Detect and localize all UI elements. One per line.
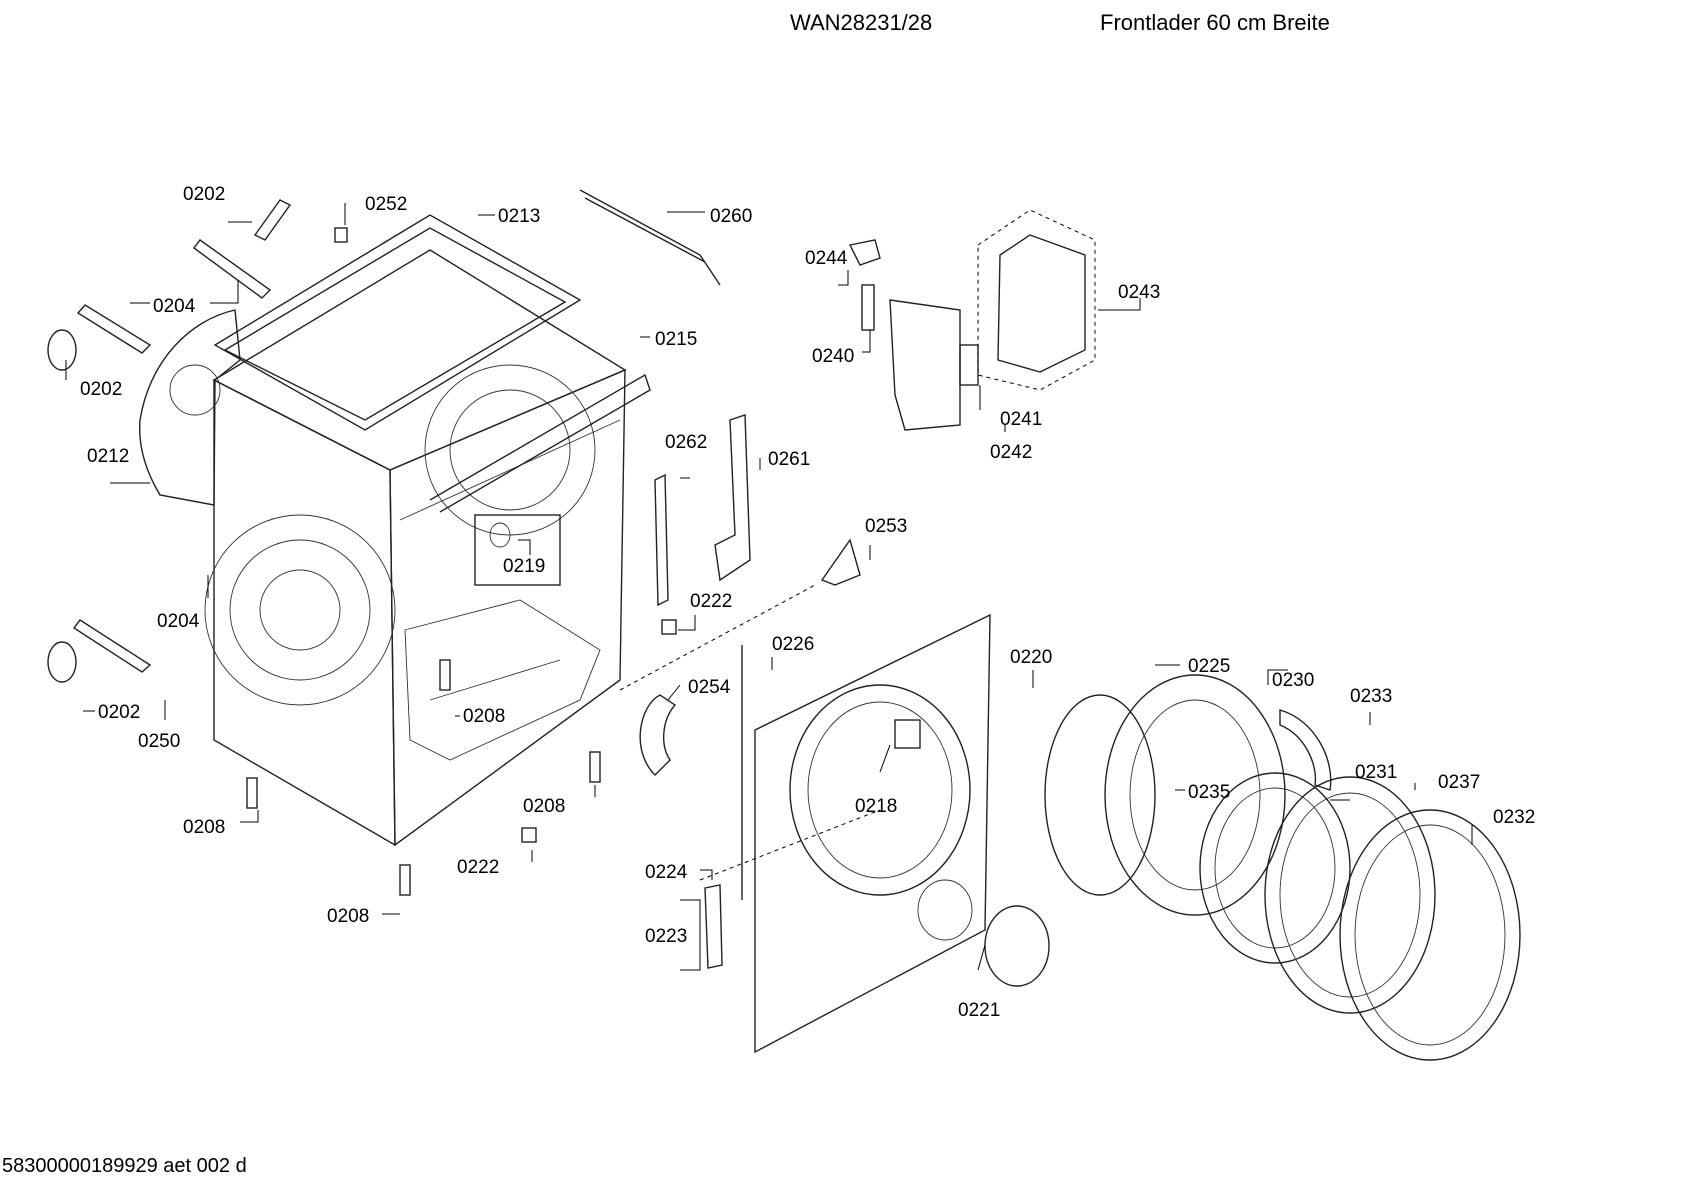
foot-0208-c [589,751,601,783]
label-0221: 0221 [958,1000,1000,1021]
label-0262: 0262 [665,432,707,453]
label-0222-b: 0222 [457,857,499,878]
label-0233: 0233 [1350,686,1392,707]
housing-0241 [889,299,961,431]
label-0237: 0237 [1438,772,1480,793]
label-0202-mid: 0202 [80,379,122,400]
label-0260: 0260 [710,206,752,227]
cover-0221 [984,905,1050,987]
gasket-0225 [1044,694,1156,896]
leader-lines [65,203,1473,971]
label-0208-a: 0208 [183,817,225,838]
part-labels: 0202 0252 0213 0260 0204 0202 0215 0212 … [80,184,1535,1021]
label-0240: 0240 [812,346,854,367]
foot-0208-b [439,659,451,691]
label-0215: 0215 [655,329,697,350]
label-0219: 0219 [503,556,545,577]
inset-box-0219 [474,514,561,586]
ring-0237 [1264,776,1436,1014]
label-0253: 0253 [865,516,907,537]
shock-absorber-0204-top [193,239,272,299]
foot-0208-d [399,864,411,896]
hinge-0223 [704,884,723,969]
label-0213: 0213 [498,206,540,227]
model-number: WAN28231/28 [790,10,933,35]
label-0218: 0218 [855,796,897,817]
label-0241: 0241 [1000,409,1042,430]
label-0243: 0243 [1118,282,1160,303]
label-0223: 0223 [645,926,687,947]
ring-segment-0254 [639,694,677,776]
bolt-0252 [334,227,348,243]
label-0220: 0220 [1010,647,1052,668]
label-0204-low: 0204 [157,611,200,632]
label-0230: 0230 [1272,670,1314,691]
document-id: 58300000189929 aet 002 d [2,1155,247,1177]
label-0242: 0242 [990,442,1032,463]
label-0250: 0250 [138,731,180,752]
cross-brace-0215 [429,373,651,513]
cabinet-housing [204,249,627,847]
worktop-0213 [213,214,582,431]
label-0204-top: 0204 [153,296,196,317]
clip-0222-a [661,619,677,635]
part-0244 [848,239,881,266]
hinge-0202-low [47,641,77,683]
label-0232: 0232 [1493,807,1535,828]
ring-0230 [1104,674,1286,916]
label-0254: 0254 [688,677,731,698]
bracket-0253 [820,538,861,586]
label-0202-low: 0202 [98,702,140,723]
label-0208-b: 0208 [463,706,505,727]
label-0212: 0212 [87,446,129,467]
side-panel-0212 [138,309,241,506]
hinge-0233 [1279,709,1332,791]
label-0225: 0225 [1188,656,1230,677]
label-0244: 0244 [805,248,848,269]
label-0252: 0252 [365,194,407,215]
label-0202-top: 0202 [183,184,225,205]
foot-0208-a [246,777,258,809]
label-0222-a: 0222 [690,591,732,612]
clip-0222-b [521,827,537,843]
label-0208-c: 0208 [523,796,565,817]
label-0226: 0226 [772,634,814,655]
control-board-0243 [977,209,1096,391]
label-0224: 0224 [645,862,688,883]
product-description: Frontlader 60 cm Breite [1100,10,1330,35]
cross-brace-0260 [579,189,721,286]
shock-absorber-0204-mid [76,304,152,354]
hinge-0202-mid [47,329,77,371]
label-0231: 0231 [1355,762,1397,783]
label-0208-d: 0208 [327,906,369,927]
ring-0232 [1339,809,1521,1061]
glass-0235 [1199,772,1351,964]
module-0242 [959,344,979,386]
front-panel-0220 [754,613,991,1054]
label-0261: 0261 [768,449,810,470]
hinge-0202-top [253,199,292,241]
part-0240 [861,284,875,331]
shock-absorber-0204-low [72,619,152,673]
bracket-0262 [654,473,669,607]
label-0235: 0235 [1188,782,1230,803]
bracket-0261 [714,414,751,582]
